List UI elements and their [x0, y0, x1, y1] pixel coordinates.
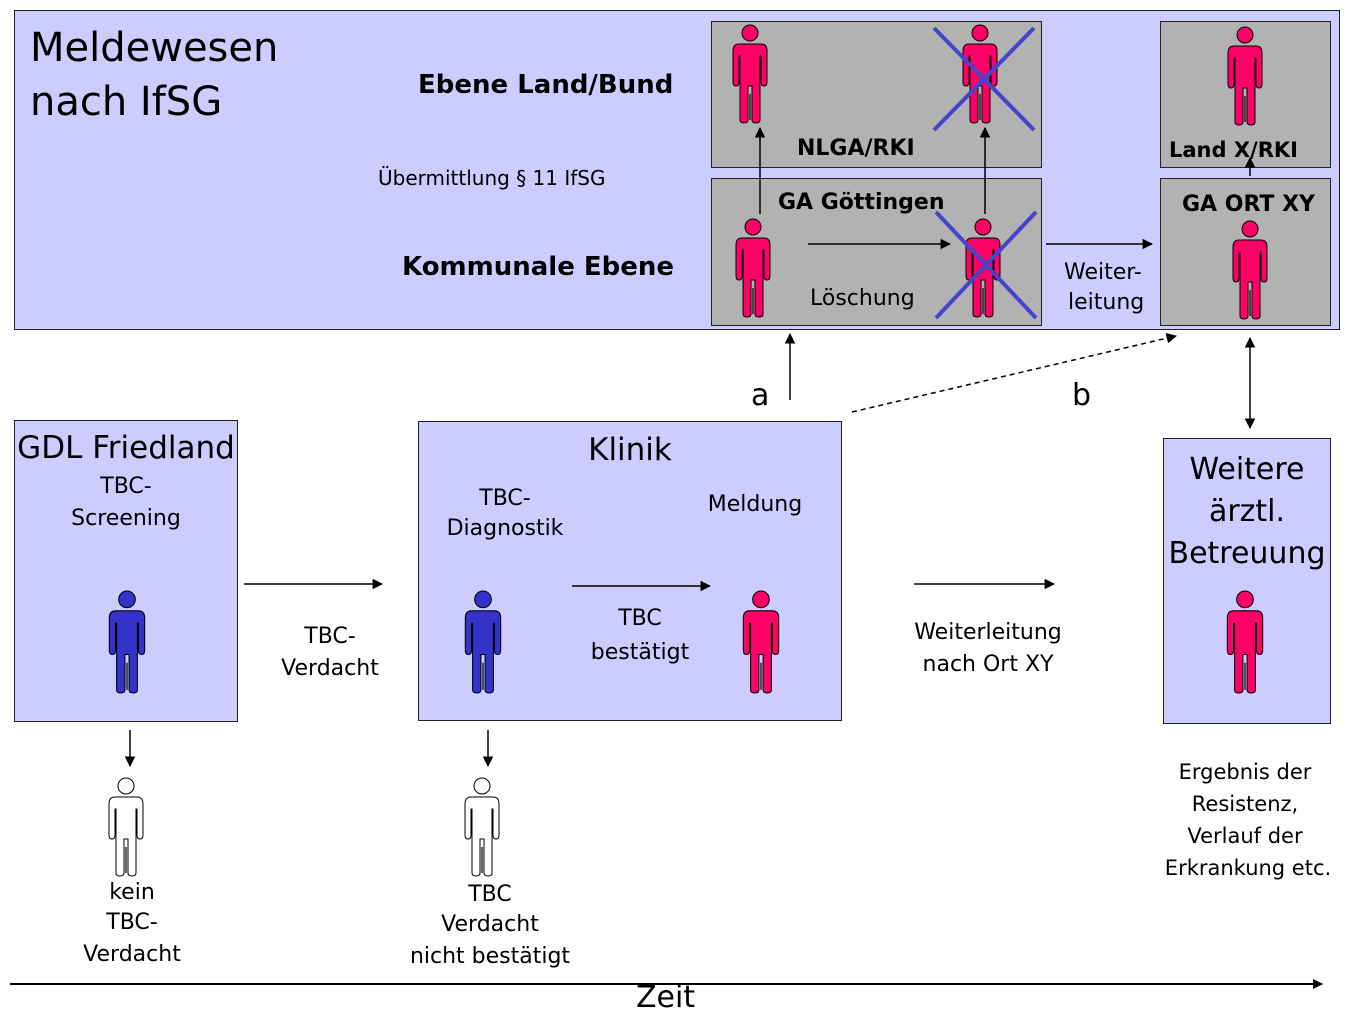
cross-icon	[934, 210, 1038, 320]
path-b-label: b	[1072, 378, 1092, 413]
level-upper-label: Ebene Land/Bund	[418, 70, 674, 100]
not-confirmed-line1: TBC	[468, 882, 512, 907]
forward-label-line2: leitung	[1068, 290, 1145, 315]
reporting-panel	[14, 10, 1340, 330]
klinik-diag-line2: Diagnostik	[446, 516, 564, 541]
gdl-sub-line2: Screening	[71, 506, 181, 531]
not-confirmed-line2: Verdacht	[441, 912, 539, 937]
gdl-friedland-box	[14, 420, 238, 722]
further-care-line2: ärztl.	[1208, 494, 1286, 529]
forwarding-line2: nach Ort XY	[922, 652, 1054, 677]
result-line3: Verlauf der	[1187, 824, 1303, 848]
result-line4: Erkrankung etc.	[1164, 856, 1332, 880]
further-care-line3: Betreuung	[1168, 536, 1326, 571]
klinik-confirmed-line2: bestätigt	[590, 640, 690, 665]
result-line1: Ergebnis der	[1178, 760, 1312, 784]
no-suspicion-line1: kein	[109, 880, 155, 905]
land-x-rki-label: Land X/RKI	[1169, 138, 1298, 162]
time-axis-label: Zeit	[636, 980, 696, 1015]
klinik-diag-line1: TBC-	[479, 486, 531, 511]
result-line2: Resistenz,	[1191, 792, 1299, 816]
no-suspicion-line3: Verdacht	[83, 942, 181, 967]
deletion-label: Löschung	[810, 286, 915, 311]
path-a-label: a	[751, 378, 770, 413]
forwarding-line1: Weiterleitung	[914, 620, 1062, 645]
cross-icon	[932, 26, 1036, 132]
klinik-confirmed-line1: TBC	[618, 606, 662, 631]
gdl-title: GDL Friedland	[17, 430, 235, 466]
suspicion-line2: Verdacht	[281, 656, 379, 681]
suspicion-line1: TBC-	[304, 624, 356, 649]
transmission-label: Übermittlung § 11 IfSG	[378, 166, 606, 190]
not-confirmed-line3: nicht bestätigt	[409, 944, 571, 969]
panel-title-line1: Meldewesen	[30, 25, 279, 71]
level-lower-label: Kommunale Ebene	[402, 252, 675, 282]
arrow-b	[851, 333, 1178, 413]
ga-goettingen-label: GA Göttingen	[778, 190, 945, 215]
klinik-title: Klinik	[588, 432, 672, 468]
further-care-line1: Weitere	[1189, 452, 1305, 487]
klinik-report: Meldung	[707, 492, 803, 517]
land-x-rki-box	[1160, 21, 1331, 168]
gdl-sub-line1: TBC-	[100, 474, 152, 499]
forward-label-line1: Weiter-	[1064, 260, 1142, 285]
nlga-rki-label: NLGA/RKI	[797, 136, 915, 161]
panel-title-line2: nach IfSG	[30, 79, 223, 125]
no-suspicion-line2: TBC-	[106, 910, 158, 935]
ga-ort-xy-label: GA ORT XY	[1182, 192, 1315, 217]
